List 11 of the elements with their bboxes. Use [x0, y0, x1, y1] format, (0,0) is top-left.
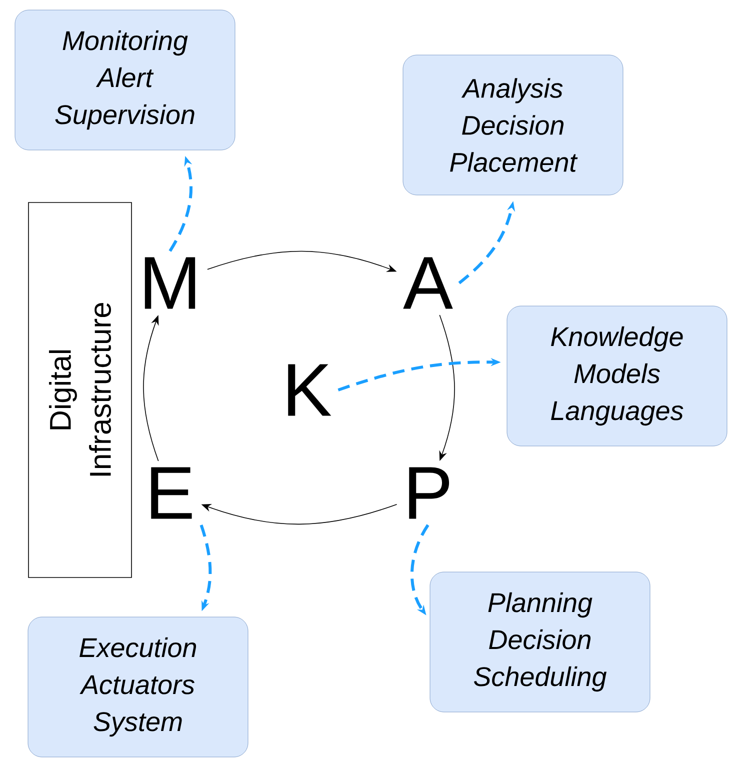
letter: E: [151, 467, 192, 519]
text-box: Planning Decision Scheduling: [430, 572, 650, 712]
text-box: Knowledge Models Languages: [506, 306, 728, 446]
text-box: Monitoring Alert Supervision: [14, 10, 236, 150]
text-box: Analysis Decision Placement: [402, 54, 624, 196]
text-box: Execution Actuators System: [28, 616, 248, 758]
label-box: Digital Infrastructure: [28, 202, 132, 578]
letter: A: [403, 257, 453, 309]
letter: K: [288, 364, 332, 416]
letter: M: [144, 257, 196, 309]
letter: P: [409, 467, 450, 519]
